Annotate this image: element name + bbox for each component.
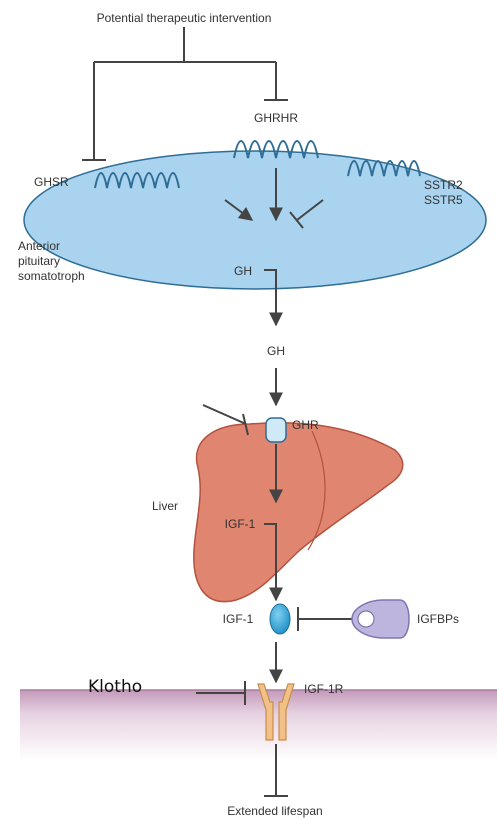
ghr-label: GHR [292, 418, 319, 432]
igf1-molecule [270, 604, 290, 634]
igf1-circulating-label: IGF-1 [223, 612, 254, 626]
klotho-label: Klotho [88, 677, 142, 697]
gh-inside-label: GH [234, 264, 252, 278]
ghrhr-label: GHRHR [254, 111, 298, 125]
somatotroph-label-line3: somatotroph [18, 269, 85, 283]
ghr-receptor [266, 418, 286, 442]
title: Potential therapeutic intervention [97, 11, 272, 25]
igf1-liver-label: IGF-1 [225, 517, 256, 531]
igf1r-label: IGF-1R [304, 682, 344, 696]
ghsr-label: GHSR [34, 175, 69, 189]
intervention-branches [82, 27, 288, 160]
gh-outside-label: GH [267, 344, 285, 358]
liver-label: Liver [152, 499, 178, 513]
igfbps-pocket [358, 611, 374, 627]
cell-membrane [20, 690, 497, 760]
igfbp-inhibition [298, 607, 352, 631]
sstr5-label: SSTR5 [424, 193, 463, 207]
igfbps-label: IGFBPs [417, 612, 459, 626]
liver-shape [194, 423, 403, 602]
somatotroph-label-line2: pituitary [18, 254, 60, 268]
ghrhr-receptor-coil [234, 141, 318, 158]
somatotroph-cell [24, 151, 486, 289]
outcome-label: Extended lifespan [227, 804, 322, 818]
sstr2-label: SSTR2 [424, 178, 463, 192]
somatotroph-label-line1: Anterior [18, 239, 60, 253]
